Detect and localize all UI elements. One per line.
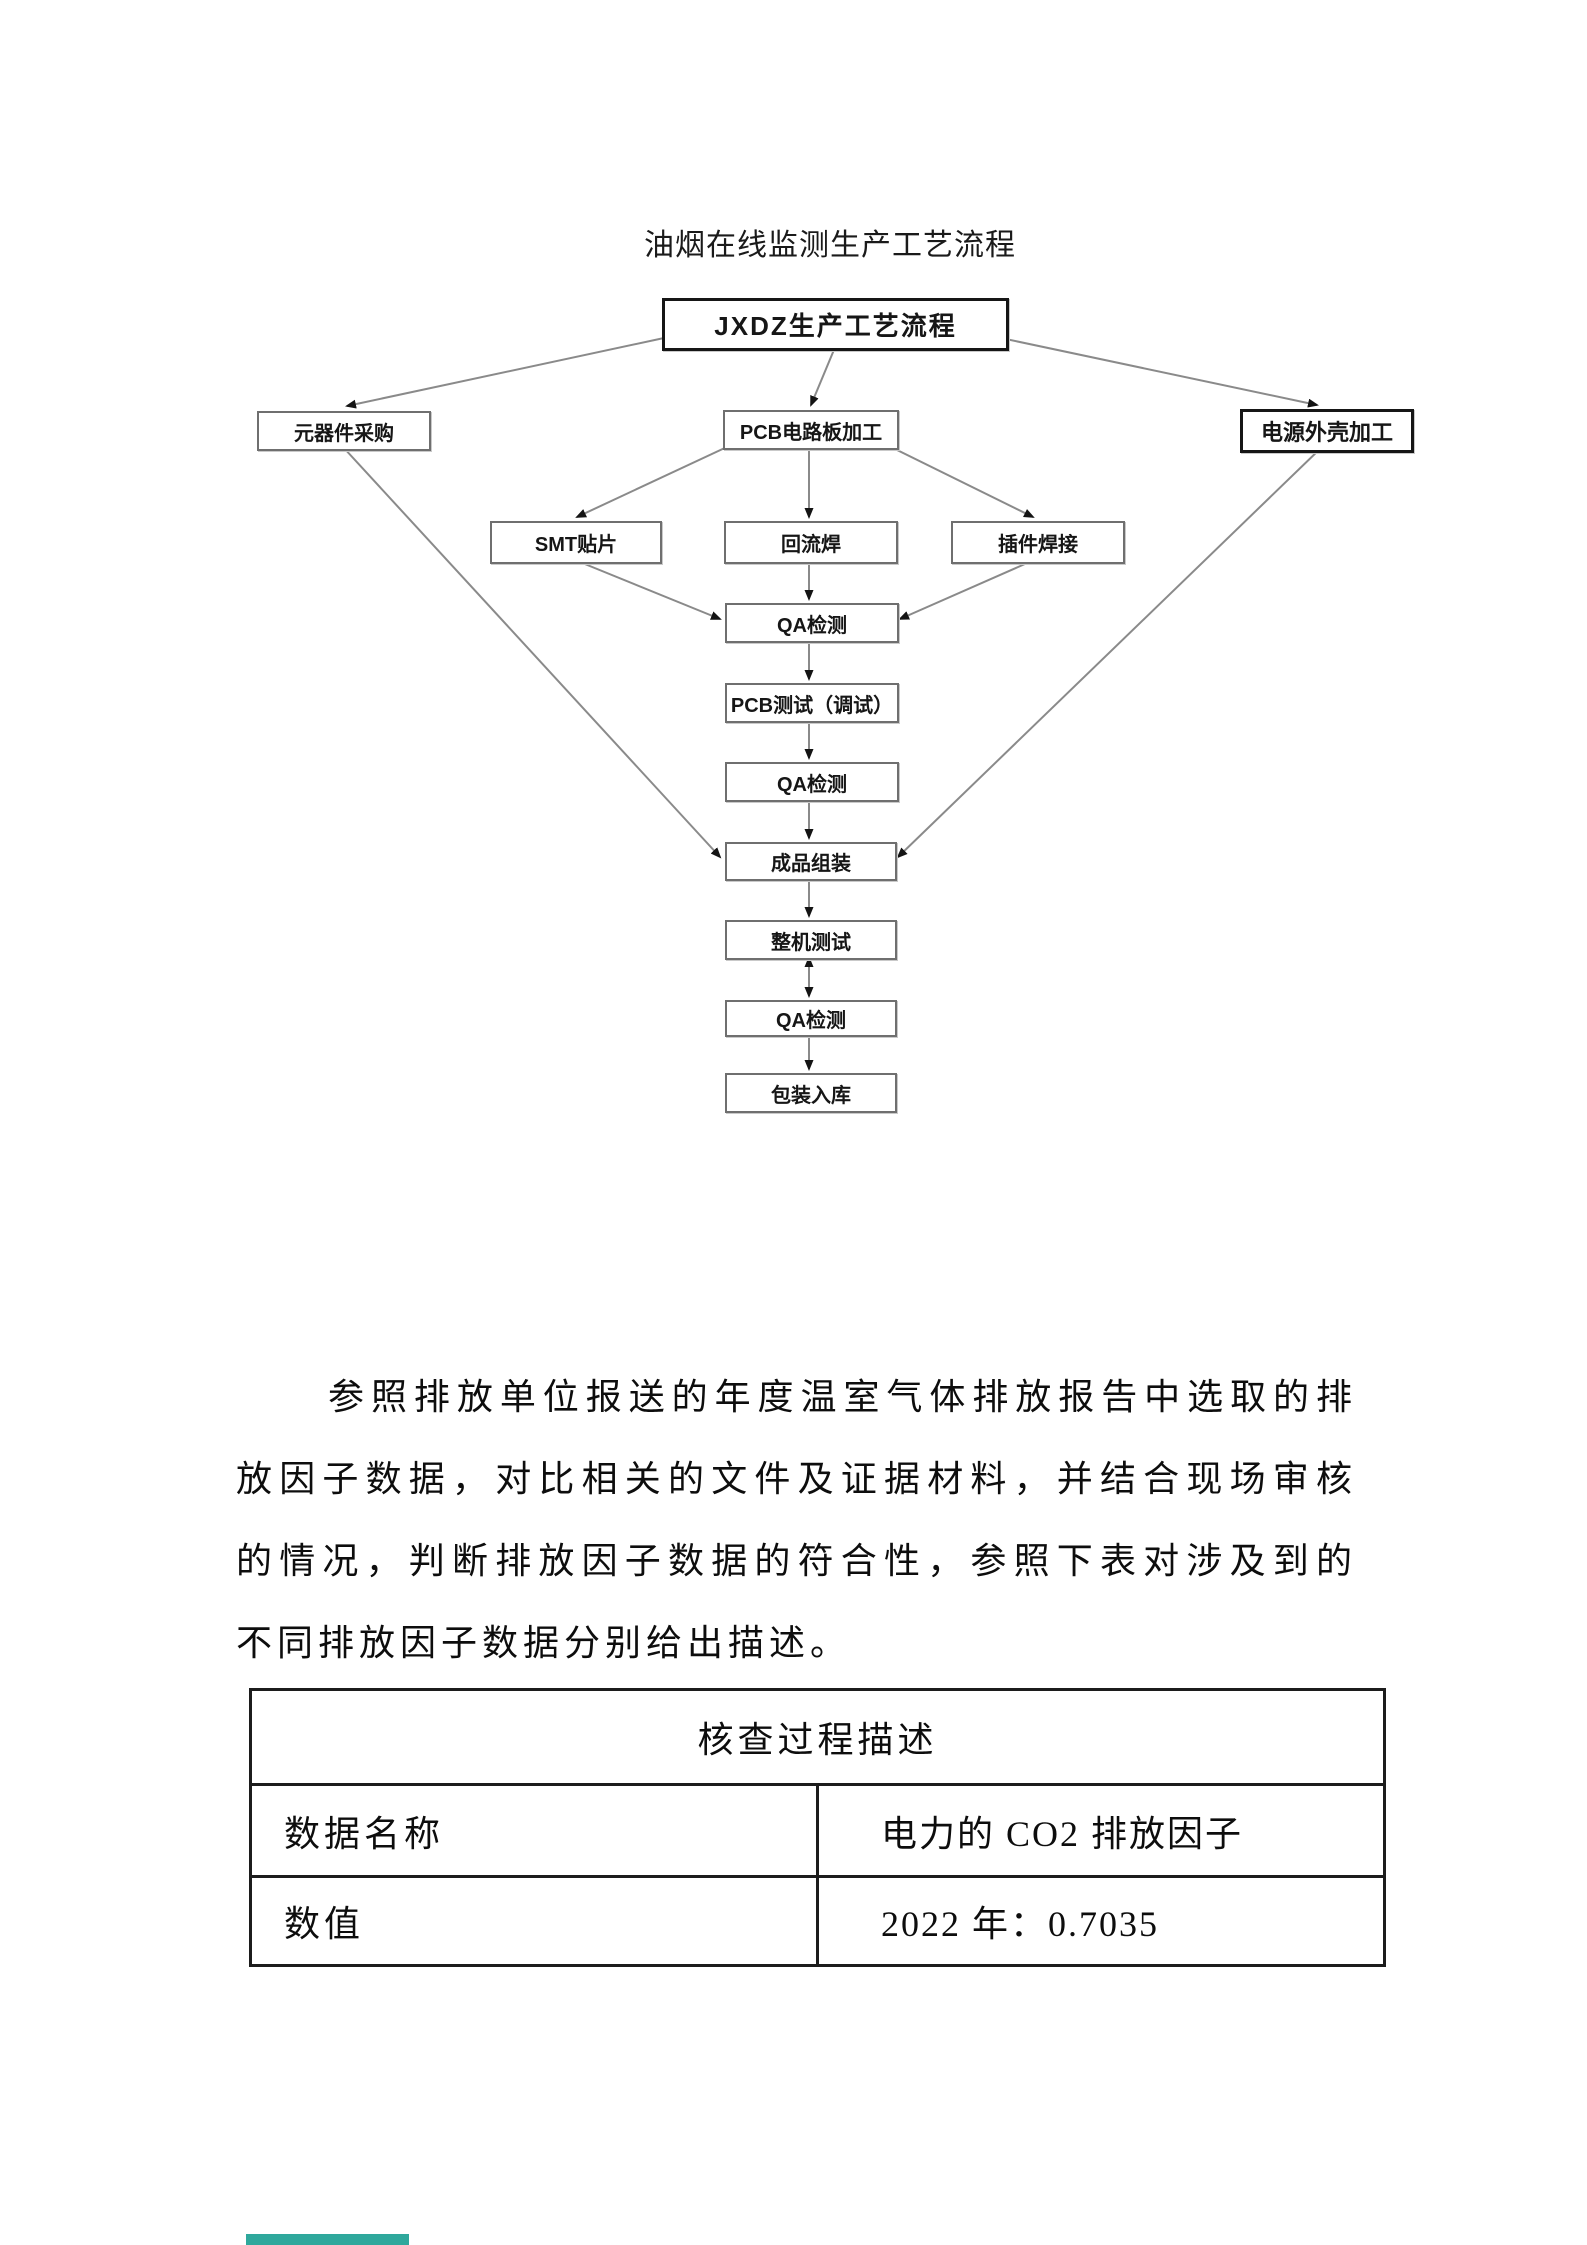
flowchart-title: 油烟在线监测生产工艺流程 <box>644 229 1016 262</box>
flow-node-pcb-test: PCB测试（调试） <box>725 683 899 723</box>
flow-node-component-purchase: 元器件采购 <box>257 411 431 451</box>
numeric-label-cell: 数值 <box>249 1875 819 1967</box>
table-row: 数据名称 电力的 CO2 排放因子 <box>249 1783 1386 1878</box>
flow-node-qa-1: QA检测 <box>725 603 899 643</box>
flow-node-plugin-welding: 插件焊接 <box>951 521 1125 564</box>
paragraph-line-3: 的情况，判断排放因子数据的符合性，参照下表对涉及到的 <box>236 1541 1352 1581</box>
flow-node-reflow-soldering: 回流焊 <box>724 521 898 564</box>
data-name-label-cell: 数据名称 <box>249 1783 819 1878</box>
flow-node-power-shell-processing: 电源外壳加工 <box>1240 409 1414 453</box>
flow-node-root: JXDZ生产工艺流程 <box>662 298 1009 351</box>
paragraph-line-2: 放因子数据，对比相关的文件及证据材料，并结合现场审核 <box>236 1459 1352 1499</box>
data-name-value-cell: 电力的 CO2 排放因子 <box>816 1783 1386 1878</box>
partial-highlighted-cell <box>246 2234 409 2245</box>
flow-node-packing-storage: 包装入库 <box>725 1073 897 1113</box>
flow-node-qa-3: QA检测 <box>725 1000 897 1037</box>
paragraph-line-4: 不同排放因子数据分别给出描述。 <box>236 1623 852 1663</box>
flow-node-pcb-processing: PCB电路板加工 <box>723 410 899 450</box>
verification-table: 核查过程描述 数据名称 电力的 CO2 排放因子 数值 2022 年：0.703… <box>249 1688 1386 1967</box>
table-header-cell: 核查过程描述 <box>249 1688 1386 1786</box>
table-row: 数值 2022 年：0.7035 <box>249 1875 1386 1967</box>
numeric-value-cell: 2022 年：0.7035 <box>816 1875 1386 1967</box>
flow-node-machine-test: 整机测试 <box>725 920 897 960</box>
table-header-row: 核查过程描述 <box>249 1688 1386 1786</box>
flow-node-qa-2: QA检测 <box>725 762 899 802</box>
flow-node-assembly: 成品组装 <box>725 842 897 881</box>
flow-node-smt: SMT贴片 <box>490 521 662 564</box>
paragraph-line-1: 参照排放单位报送的年度温室气体排放报告中选取的排 <box>328 1377 1352 1417</box>
